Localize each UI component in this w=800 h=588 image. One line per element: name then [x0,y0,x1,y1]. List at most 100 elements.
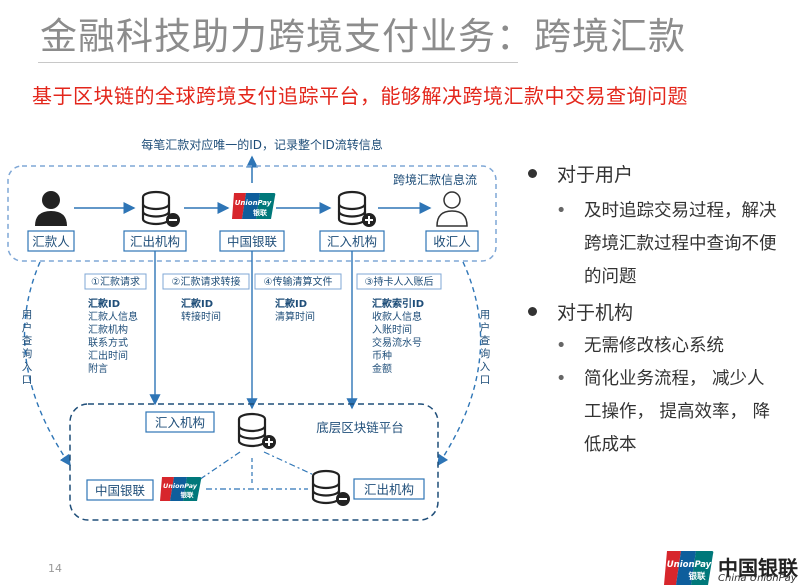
svg-text:银联: 银联 [687,571,706,582]
platform-unionpay-logo-icon: UnionPay 银联 [160,477,202,501]
page-number: 14 [48,562,62,575]
title-divider [38,62,518,63]
footer-logo-en: China UnionPay [718,573,797,584]
svg-text:口: 口 [22,374,33,386]
blockchain-platform-title: 底层区块链平台 [316,420,404,435]
info-flow-label: 跨境汇款信息流 [393,172,477,187]
step-box-3: ③持卡人入账后 [356,273,442,290]
text-line: 及时追踪交易过程，解决 [584,201,777,221]
svg-text:用: 用 [22,309,33,321]
step-box-4: ④传输清算文件 [254,273,342,290]
svg-text:交易流水号: 交易流水号 [372,336,422,349]
blockchain-platform-frame [69,403,439,521]
bullet-institutions-point-2: • 简化业务流程， 减少人 工操作， 提高效率， 降 低成本 [556,363,770,462]
platform-link-right [263,451,317,477]
text-line: 低成本 [584,435,637,455]
step-1-details: 汇款ID 汇款人信息 汇款机构 联系方式 汇出时间 附言 [88,297,138,375]
svg-text:②汇款请求转接: ②汇款请求转接 [172,275,241,288]
svg-text:附言: 附言 [88,362,108,375]
node-outgoing: 汇出机构 [123,230,187,252]
svg-text:汇款机构: 汇款机构 [88,323,128,336]
platform-db-center-icon [237,412,276,449]
svg-text:入: 入 [480,361,491,373]
svg-text:联系方式: 联系方式 [88,336,128,349]
svg-text:入: 入 [22,361,33,373]
bullet-institutions: 对于机构 [528,298,633,325]
text-line: 跨境汇款过程中查询不便 [584,234,777,254]
node-receiver: 收汇人 [425,230,479,252]
svg-text:汇款索引ID: 汇款索引ID [372,297,424,310]
bullet-institutions-heading: 对于机构 [557,302,634,324]
svg-text:银联: 银联 [181,490,195,499]
svg-text:查: 查 [22,334,33,347]
bullet-institutions-point-1: • 无需修改核心系统 [556,330,724,363]
svg-text:询: 询 [480,347,491,360]
bullet-dot-icon [528,307,537,316]
bullet-users-heading: 对于用户 [557,164,634,186]
sender-person-icon [35,191,67,226]
page-subtitle: 基于区块链的全球跨境支付追踪平台，能够解决跨境汇款中交易查询问题 [32,84,688,108]
step-box-2: ②汇款请求转接 [162,273,250,290]
svg-text:UnionPay: UnionPay [235,199,272,207]
bullet-dot-icon [528,169,537,178]
footer-unionpay-logo-icon: UnionPay 银联 [664,551,714,585]
incoming-db-icon [337,190,376,227]
svg-text:汇款人信息: 汇款人信息 [88,310,138,323]
svg-text:用: 用 [480,309,491,321]
node-incoming: 汇入机构 [319,230,385,252]
text-line: 的问题 [584,267,637,287]
top-note: 每笔汇款对应唯一的ID，记录整个ID流转信息 [141,137,383,152]
step-3-details: 汇款索引ID 收款人信息 入账时间 交易流水号 币种 金额 [372,297,424,375]
svg-text:UnionPay: UnionPay [667,560,712,570]
step-box-1: ①汇款请求 [84,273,147,290]
svg-text:③持卡人入账后: ③持卡人入账后 [365,275,434,288]
left-query-label: 用 户 查 询 入 口 [22,309,33,386]
svg-text:清算时间: 清算时间 [275,310,315,323]
svg-text:UnionPay: UnionPay [163,482,198,490]
svg-text:收款人信息: 收款人信息 [372,310,422,323]
svg-text:户: 户 [480,321,491,334]
platform-db-right-icon [311,469,350,506]
svg-text:汇入机构: 汇入机构 [327,234,377,249]
platform-node-incoming: 汇入机构 [145,411,215,433]
svg-text:汇款人: 汇款人 [32,234,70,249]
node-unionpay: 中国银联 [219,230,285,252]
svg-text:汇款ID: 汇款ID [181,297,213,310]
svg-text:转接时间: 转接时间 [181,310,221,323]
left-query-curve [23,261,71,467]
svg-text:汇款ID: 汇款ID [88,297,120,310]
svg-text:收汇人: 收汇人 [433,234,471,249]
svg-text:口: 口 [480,374,491,386]
svg-text:汇款ID: 汇款ID [275,297,307,310]
unionpay-logo-icon: UnionPay 银联 [232,193,276,219]
svg-text:银联: 银联 [253,208,268,217]
svg-text:币种: 币种 [372,349,392,362]
svg-text:户: 户 [22,321,33,334]
step-2-details: 汇款ID 转接时间 [181,297,221,323]
platform-node-outgoing: 汇出机构 [353,478,425,500]
text-line: 简化业务流程， 减少人 [584,369,765,389]
info-flow-frame [7,165,497,262]
receiver-person-icon [436,191,468,227]
platform-link-left [195,451,241,483]
bullet-users-point: • 及时追踪交易过程，解决 跨境汇款过程中查询不便 的问题 [556,195,777,294]
svg-text:①汇款请求: ①汇款请求 [91,275,140,288]
svg-text:入账时间: 入账时间 [372,323,412,336]
svg-text:中国银联: 中国银联 [95,483,146,498]
svg-text:询: 询 [22,347,33,360]
sub-bullet-dot-icon: • [556,369,567,389]
page-title: 金融科技助力跨境支付业务：跨境汇款 [40,15,686,58]
node-sender: 汇款人 [27,230,75,252]
sub-bullet-dot-icon: • [556,201,567,221]
right-query-curve [437,261,482,467]
bullet-users: 对于用户 [528,160,633,187]
svg-text:汇入机构: 汇入机构 [155,415,205,430]
svg-text:④传输清算文件: ④传输清算文件 [264,275,333,288]
svg-text:中国银联: 中国银联 [227,234,278,249]
svg-text:金额: 金额 [372,362,392,375]
svg-text:查: 查 [480,334,491,347]
svg-text:汇出机构: 汇出机构 [130,234,180,249]
outgoing-db-icon [141,190,180,227]
text-line: 无需修改核心系统 [584,336,724,356]
